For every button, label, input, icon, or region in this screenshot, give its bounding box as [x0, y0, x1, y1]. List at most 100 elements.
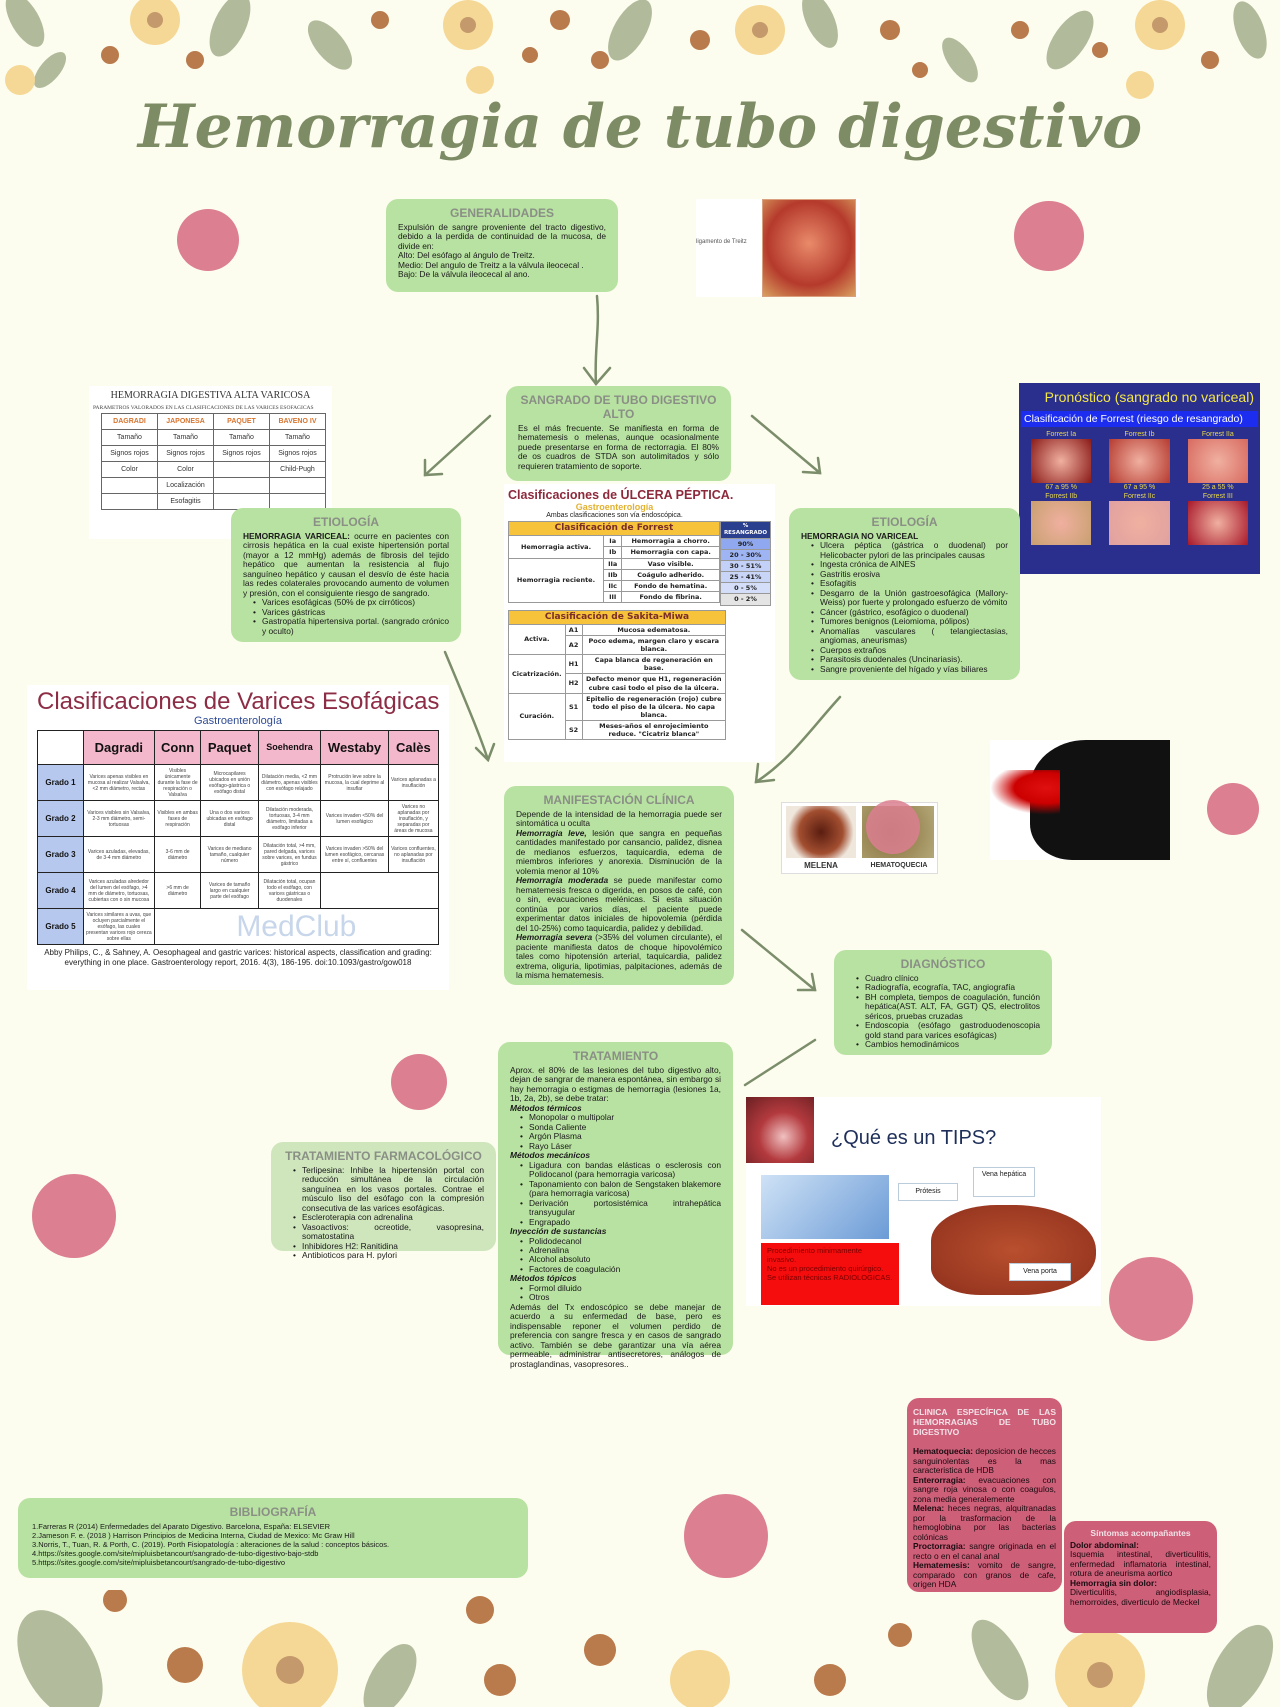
panel-title: Pronóstico (sangrado no variceal): [1044, 389, 1254, 405]
bullet-list: Monopolar o multipolarSonda CalienteArgó…: [510, 1112, 721, 1151]
grade-label: Grado 3: [37, 836, 84, 873]
forrest-title: Clasificación de Forrest: [508, 520, 720, 537]
tips-info-line: No es un procedimiento quirúrgico.: [767, 1264, 884, 1273]
page-title: Hemorragia de tubo digestivo: [137, 92, 1143, 162]
paragraph-text: Depende de la intensidad de la hemorragi…: [516, 808, 722, 829]
list-item: Parasitosis duodenales (Uncinariasis).: [811, 654, 1008, 665]
table-cell: Dilatación total, ocupan todo el esófago…: [257, 872, 322, 909]
table-cell: Varices de tamaño largo en cualquier par…: [200, 872, 259, 909]
decorative-circle: [32, 1174, 116, 1258]
class-description: Mucosa edematosa.: [581, 623, 727, 636]
paragraph: Diverticulitis, angiodisplasia, hemorroi…: [1070, 1587, 1211, 1607]
table-cell: Esofagitis: [157, 492, 214, 510]
subheading: Métodos mecánicos: [510, 1150, 591, 1161]
paragraph: Expulsión de sangre proveniente del trac…: [398, 222, 606, 251]
panel-subtitle: Clasificación de Forrest (riesgo de resa…: [1021, 411, 1258, 427]
table-row: Esofagitis: [101, 492, 326, 510]
paragraph-text: Diverticulitis, angiodisplasia, hemorroi…: [1070, 1587, 1211, 1607]
resangrado-value: 25 - 41%: [719, 571, 772, 584]
table-title: Clasificaciones de ÚLCERA PÉPTICA.: [508, 488, 734, 502]
class-code: H2: [564, 673, 583, 694]
box-title: BIBLIOGRAFÍA: [229, 1505, 317, 1519]
list-item: Cáncer (gástrico, esofágico o duodenal): [811, 607, 1008, 618]
forrest-item: Forrest III: [1184, 493, 1252, 546]
class-description: Capa blanca de regeneración en base.: [581, 654, 727, 675]
forrest-label: Forrest IIa: [1201, 431, 1234, 438]
decorative-circle: [1014, 201, 1084, 271]
forrest-item: Forrest IIb: [1027, 493, 1095, 546]
table-cell: Varices confluentes, no aplanadas por in…: [387, 836, 440, 873]
box-title: TRATAMIENTO FARMACOLÓGICO: [285, 1149, 482, 1163]
pronostico-panel: Pronóstico (sangrado no variceal) Clasif…: [1019, 383, 1260, 574]
box-title: Síntomas acompañantes: [1090, 1528, 1191, 1538]
resangrado-value: 90%: [719, 537, 772, 550]
list-item: Alcohol absoluto: [520, 1254, 721, 1265]
paragraph-text: (>35% del volumen circulante), el pacien…: [516, 932, 723, 981]
list-item: Monopolar o multipolar: [520, 1112, 721, 1123]
arrow-manifestacion-diagnostico: [740, 928, 817, 992]
list-item: Varices esofágicas (50% de px cirróticos…: [253, 597, 449, 608]
box-title: ETIOLOGÍA: [871, 515, 938, 529]
list-item: Endoscopia (esófago gastroduodenoscopia …: [856, 1020, 1040, 1040]
watermark: MedClub: [236, 909, 357, 943]
bibliography-item: 5.https://sites.google.com/site/mipluisb…: [32, 1557, 286, 1567]
treitz-ligament-image: ligamento de Treitz: [696, 199, 860, 297]
column-header: Conn: [153, 730, 202, 765]
diagnostico-box: DIAGNÓSTICO Cuadro clínicoRadiografía, e…: [834, 950, 1052, 1055]
table-cell: Una o dos varices ubicadas en esófago di…: [200, 800, 259, 837]
list-item: Adrenalina: [520, 1245, 721, 1256]
table-title: Clasificaciones de Varices Esofágicas: [37, 688, 440, 715]
table-row: 0 - 5%: [719, 582, 772, 595]
bold-label: Hematemesis:: [913, 1560, 970, 1571]
paragraph-text: evacuaciones con sangre roja vinosa o co…: [913, 1474, 1056, 1504]
paragraph-text: ocurre en pacientes con cirrosis hepátic…: [243, 530, 450, 598]
box-title: CLINICA ESPECÍFICA DE LAS HEMORRAGIAS DE…: [913, 1407, 1056, 1437]
list-item: Ulcera péptica (gástrica o duodenal) por…: [811, 541, 1008, 560]
floral-border-bottom: [17, 1590, 1274, 1707]
decorative-circle: [866, 800, 920, 854]
table-cell: Child-Pugh: [269, 460, 326, 478]
table-cell: Varices aplanadas a insuflación: [387, 764, 440, 801]
table-cell: Tamaño: [269, 428, 326, 446]
subheading: Inyección de sustancias: [510, 1226, 607, 1237]
floral-border-top: [5, 0, 1267, 99]
endoscopy-image: [1187, 439, 1248, 483]
column-header: PAQUET: [213, 412, 270, 430]
class-description: Poco edema, margen claro y escara blanca…: [581, 634, 727, 656]
table-cell: 3-6 mm de diámetro: [153, 836, 202, 873]
endoscopy-image: [1109, 439, 1170, 483]
list-item: Otros: [520, 1292, 721, 1303]
paragraph-text: sangre originada en el recto o en el can…: [913, 1541, 1056, 1561]
class-code: IIc: [602, 579, 623, 592]
corner-cell: [37, 730, 84, 765]
table-cell: Signos rojos: [213, 444, 270, 462]
list-item: Gastropatía hipertensiva portal. (sangra…: [253, 616, 449, 636]
arrow-no-variceal-manifestacion: [754, 695, 842, 784]
bold-label: Enterorragia:: [913, 1474, 966, 1485]
list-item: Antibioticos para H. pylori: [293, 1250, 484, 1261]
paragraph: Hemorragia severa (>35% del volumen circ…: [516, 932, 723, 981]
class-code: IIb: [602, 568, 623, 581]
class-description: Coágulo adherido.: [621, 568, 720, 581]
column-header: Soehendra: [257, 730, 322, 765]
class-description: Epitelio de regeneración (rojo) cubre to…: [581, 692, 727, 722]
table-cell: [101, 476, 158, 494]
decorative-circle: [1207, 783, 1259, 835]
table-cell: Localización: [157, 476, 214, 494]
paragraph: Hemorragia moderada se puede manifestar …: [516, 875, 722, 933]
class-description: Meses-años el enrojecimiento reduce. "Ci…: [581, 719, 727, 741]
sintomas-box: Síntomas acompañantes Dolor abdominal:Is…: [1064, 1521, 1217, 1633]
table-cell: Signos rojos: [157, 444, 214, 462]
tratamiento-box: TRATAMIENTO Aprox. el 80% de las lesione…: [498, 1042, 733, 1369]
